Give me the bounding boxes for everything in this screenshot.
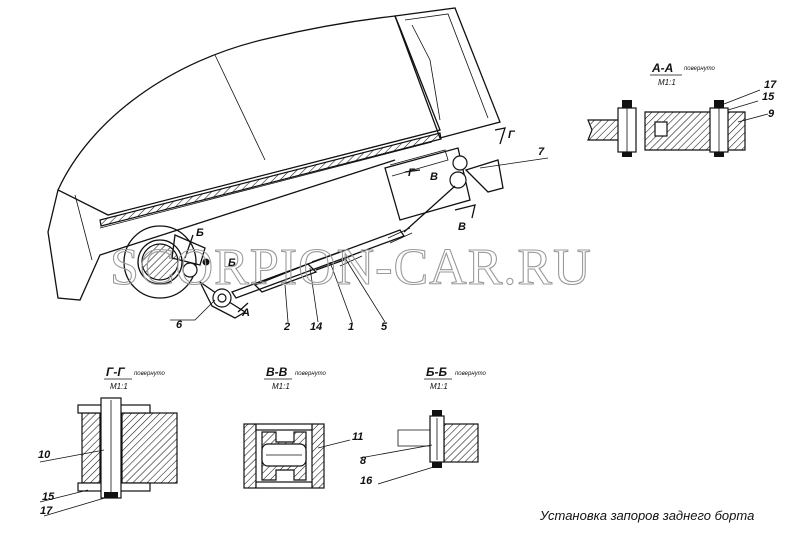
- lock-housing: [384, 147, 471, 221]
- section-gg-drawing: [77, 397, 178, 499]
- cut-label-v2: В: [458, 221, 466, 233]
- section-gg-title: Г-Г повернуто М1:1: [104, 365, 166, 391]
- svg-text:повернуто: повернуто: [134, 371, 166, 377]
- cut-label-a: А: [241, 307, 250, 319]
- section-aa-drawing: [587, 100, 746, 157]
- callout-8: 8: [360, 455, 367, 467]
- cut-label-v1: В: [430, 171, 438, 183]
- section-vv-leaders: [317, 439, 351, 449]
- section-vv-drawing: [243, 423, 325, 489]
- section-bb-leaders: [359, 444, 438, 485]
- svg-text:Г-Г: Г-Г: [106, 365, 125, 379]
- callout-10: 10: [38, 449, 51, 461]
- callout-11: 11: [352, 431, 363, 443]
- callout-9: 9: [768, 108, 775, 120]
- svg-text:В-В: В-В: [266, 365, 288, 379]
- cut-label-g: Г: [508, 129, 516, 141]
- figure-caption: Установка запоров заднего борта: [540, 508, 755, 523]
- main-assembly-view: [47, 7, 506, 319]
- callout-2: 2: [283, 321, 290, 333]
- svg-text:А-А: А-А: [651, 61, 673, 75]
- callout-5: 5: [381, 321, 388, 333]
- main-callout-leaders: [170, 157, 549, 323]
- section-bb-title: Б-Б повернуто М1:1: [424, 365, 487, 391]
- svg-text:М1:1: М1:1: [658, 78, 676, 87]
- callout-7: 7: [538, 146, 545, 158]
- callout-17-gg: 17: [40, 505, 53, 517]
- cut-label-b1: Б: [196, 227, 204, 239]
- callout-17-aa: 17: [764, 79, 777, 91]
- section-bb-drawing: [397, 410, 479, 468]
- svg-text:М1:1: М1:1: [272, 382, 290, 391]
- body-outline: [57, 15, 441, 216]
- svg-text:М1:1: М1:1: [110, 382, 128, 391]
- section-vv-title: В-В повернуто М1:1: [264, 365, 327, 391]
- callout-15-gg: 15: [42, 491, 55, 503]
- callout-14: 14: [310, 321, 322, 333]
- svg-text:повернуто: повернуто: [684, 66, 716, 72]
- callout-15-aa: 15: [762, 91, 775, 103]
- callout-6: 6: [176, 319, 183, 331]
- cut-label-b2: Б: [228, 257, 236, 269]
- watermark-text: SCORPION-CAR.RU: [110, 239, 592, 296]
- cut-label-g2: Г: [408, 167, 416, 179]
- svg-text:повернуто: повернуто: [295, 371, 327, 377]
- lock-rod: [231, 229, 405, 299]
- section-aa-leaders: [723, 89, 769, 123]
- svg-text:М1:1: М1:1: [430, 382, 448, 391]
- callout-16: 16: [360, 475, 373, 487]
- svg-text:повернуто: повернуто: [455, 371, 487, 377]
- svg-text:Б-Б: Б-Б: [426, 365, 447, 379]
- section-aa-title: А-А повернуто М1:1: [650, 61, 716, 87]
- section-gg-leaders: [39, 449, 109, 517]
- callout-1: 1: [348, 321, 354, 333]
